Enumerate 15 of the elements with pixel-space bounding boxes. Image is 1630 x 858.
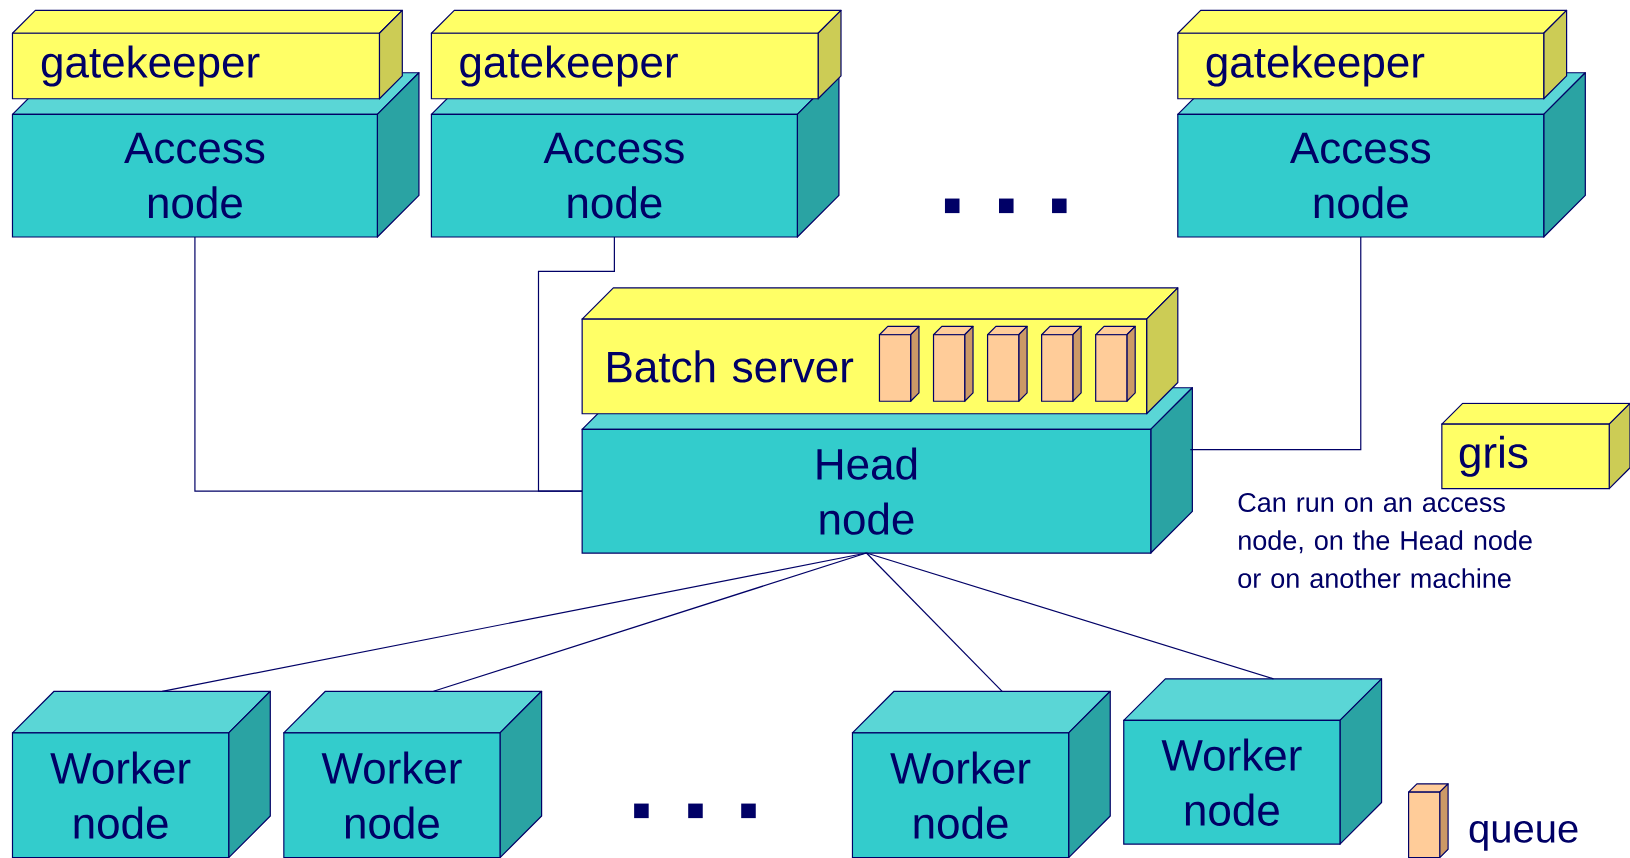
connector-line xyxy=(1189,236,1362,451)
gris-box: gris xyxy=(1441,402,1630,490)
worker-node-box: Worker node xyxy=(1123,678,1383,845)
connector-line xyxy=(865,552,1003,692)
batch-server-box: Batch server xyxy=(581,287,1179,415)
connector-line xyxy=(432,552,868,692)
gatekeeper-box: gatekeeper xyxy=(430,9,842,100)
worker-node-box: Worker node xyxy=(851,690,1111,858)
note-text: Can run on an access node, on the Head node or on another machine xyxy=(1238,492,1532,589)
connector-line xyxy=(537,236,615,492)
legend-text: queue xyxy=(1469,820,1578,851)
gatekeeper-box: gatekeeper xyxy=(11,9,403,100)
worker-node-box: Worker node xyxy=(11,690,271,858)
worker-node-box: Worker node xyxy=(283,690,543,858)
gatekeeper-box: gatekeeper xyxy=(1177,9,1568,100)
